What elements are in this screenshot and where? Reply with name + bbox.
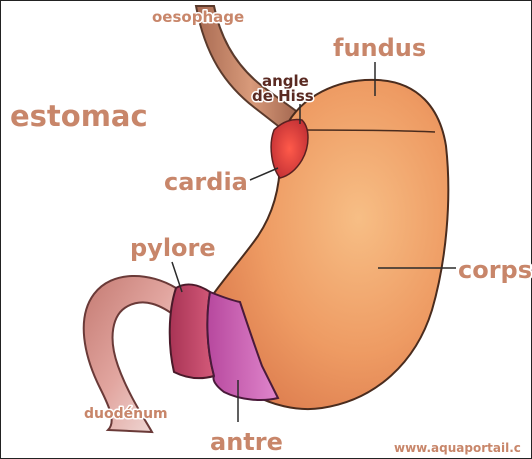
oesophage-label: oesophage [152, 8, 244, 26]
leader-cardia [250, 168, 278, 180]
title-label: estomac [10, 99, 148, 133]
angle-label-line2: de Hiss [252, 87, 314, 105]
pylore-label: pylore [130, 234, 216, 262]
corps-label: corps [458, 256, 532, 284]
watermark: www.aquaportail.c [394, 441, 521, 455]
cardia-label: cardia [164, 168, 248, 196]
fundus-label: fundus [333, 34, 426, 62]
duodenum-label: duodénum [84, 406, 168, 422]
antre-label: antre [210, 428, 283, 456]
